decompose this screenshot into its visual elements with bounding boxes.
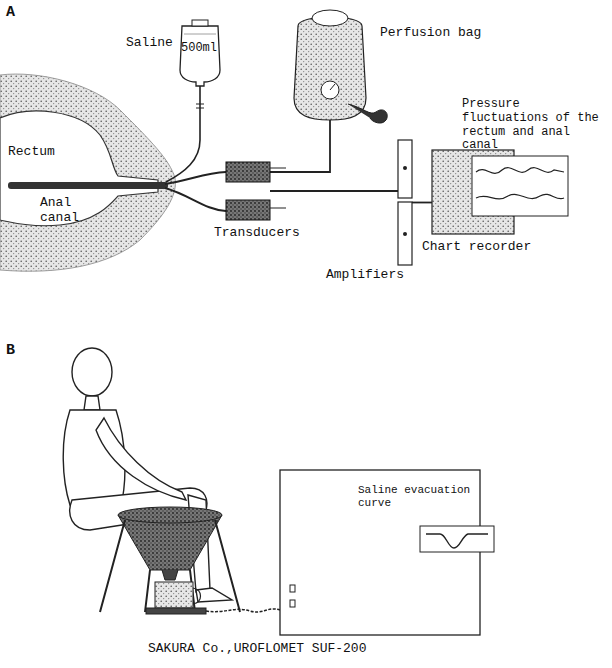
recorder-label: Chart recorder: [422, 240, 531, 255]
catheter-tube: [165, 188, 226, 211]
transducer-pair-outline: [226, 162, 270, 220]
perfusion-bag-outline: [290, 8, 370, 120]
anatomy-label: Anal canal: [40, 196, 100, 226]
panel-letter: A: [6, 4, 15, 21]
anatomy-label: Rectum: [8, 145, 55, 160]
saline-tube: [166, 86, 200, 182]
catheter: [8, 182, 168, 189]
tube-or-wire: [270, 120, 330, 172]
amplifier-label: Amplifiers: [326, 268, 404, 283]
saline-bottle: Saline500ml: [178, 20, 222, 86]
chart-recorder: Pressure fluctuations of the rectum and …: [432, 150, 514, 234]
uroflowmeter: Saline evacuation curveSAKURA Co.,UROFLO…: [280, 470, 480, 635]
transducer-label: Transducers: [214, 226, 300, 241]
perfusion-bag: Perfusion bag: [290, 8, 370, 120]
chart-recorder-outline: [432, 150, 514, 234]
volume-label: 500ml: [181, 42, 217, 56]
bag-label: Perfusion bag: [380, 26, 481, 41]
panel-letter: B: [6, 342, 15, 359]
collection-jug: [146, 582, 206, 614]
transducer-pair: Transducers: [226, 162, 270, 220]
seated-figure: [63, 348, 232, 602]
tube-clip: [196, 104, 204, 108]
scale-cable: [206, 609, 280, 612]
curve-label: Saline evacuation curve: [358, 484, 476, 509]
bottle-label: Saline: [126, 36, 173, 51]
amplifier-pair: Amplifiers: [398, 140, 412, 265]
recording-note: Pressure fluctuations of the rectum and …: [462, 98, 604, 153]
commode-stool: [100, 507, 240, 612]
pelvic-tissue: [0, 74, 175, 271]
rectum-lumen: [0, 111, 158, 226]
tube-or-wire: [412, 202, 432, 204]
device-label: SAKURA Co.,UROFLOMET SUF-200: [148, 642, 366, 657]
amplifier-pair-outline: [398, 140, 412, 265]
tube-or-wire: [270, 190, 398, 192]
